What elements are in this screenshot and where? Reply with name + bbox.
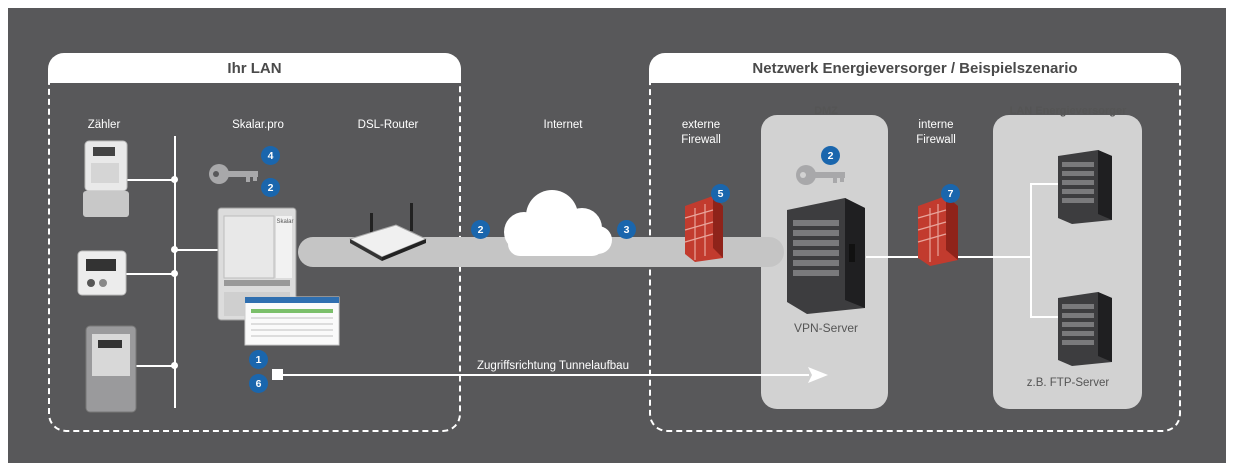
meter1-junction: [171, 176, 178, 183]
firewall-to-lan-link: [958, 256, 1032, 258]
dsl-router-icon: [348, 203, 428, 261]
electricity-meter-1-icon: [83, 140, 129, 217]
tunnel-label: Zugriffsrichtung Tunnelaufbau: [477, 360, 629, 372]
badge-ext-firewall: 5: [711, 184, 730, 203]
badge-cloud-left: 2: [471, 220, 490, 239]
dmz-label: DMZ: [814, 105, 838, 117]
key-dmz-icon: [796, 165, 845, 185]
provider-server-1-icon: [1058, 150, 1112, 224]
meter1-link: [124, 179, 176, 181]
badge-dmz-key: 2: [821, 146, 840, 165]
badge-tunnel-bottom: 6: [249, 374, 268, 393]
electricity-meter-2-icon: [77, 250, 127, 296]
ftp-server-label: z.B. FTP-Server: [1026, 377, 1110, 389]
badge-tunnel-top: 1: [249, 350, 268, 369]
web-interface-screenshot-icon: [244, 296, 340, 346]
skalar-label: Skalar.pro: [232, 119, 284, 131]
router-label: DSL-Router: [357, 119, 419, 131]
internet-cloud-icon: [504, 190, 612, 256]
tunnel-arrow-head-icon: [808, 367, 828, 383]
tunnel-direction-arrow: [283, 374, 809, 376]
vpn-server-icon: [787, 198, 865, 314]
key-lan-icon: [209, 164, 258, 184]
meter3-link: [134, 365, 176, 367]
ftp-server-icon: [1058, 292, 1112, 366]
lan-section: Ihr LAN: [48, 53, 461, 432]
ftp-lower-link: [1030, 316, 1060, 318]
badge-cloud-right: 3: [617, 220, 636, 239]
ext-firewall-label: externe Firewall: [681, 119, 721, 146]
provider-lan-label: LAN Energieversorger: [1009, 105, 1127, 117]
badge-key-lan-bottom: 2: [261, 178, 280, 197]
skalar-link: [174, 249, 220, 251]
meter2-junction: [171, 270, 178, 277]
badge-key-lan-top: 4: [261, 146, 280, 165]
skalar-device-brand: Skalar: [276, 219, 294, 225]
internet-label: Internet: [543, 119, 583, 131]
diagram-canvas: Ihr LAN Netzwerk Energieversorger / Beis…: [8, 8, 1226, 463]
vpn-server-label: VPN-Server: [793, 321, 858, 335]
skalar-junction: [171, 246, 178, 253]
tunnel-arrow-start: [272, 369, 283, 380]
dmz-to-firewall-link: [866, 256, 918, 258]
meter2-link: [124, 273, 176, 275]
meters-label: Zähler: [87, 119, 121, 131]
lan-branch-line: [1030, 183, 1032, 318]
provider-section-title: Netzwerk Energieversorger / Beispielszen…: [649, 53, 1181, 83]
electricity-meter-3-icon: [85, 325, 137, 413]
meter3-junction: [171, 362, 178, 369]
external-firewall-icon: [684, 196, 723, 262]
lan-section-title: Ihr LAN: [48, 53, 461, 83]
int-firewall-label: interne Firewall: [916, 119, 956, 146]
skalar-pro-device-icon: [217, 207, 297, 321]
ftp-upper-link: [1030, 183, 1060, 185]
provider-section: Netzwerk Energieversorger / Beispielszen…: [649, 53, 1181, 432]
badge-int-firewall: 7: [941, 184, 960, 203]
internal-firewall-icon: [917, 196, 958, 266]
